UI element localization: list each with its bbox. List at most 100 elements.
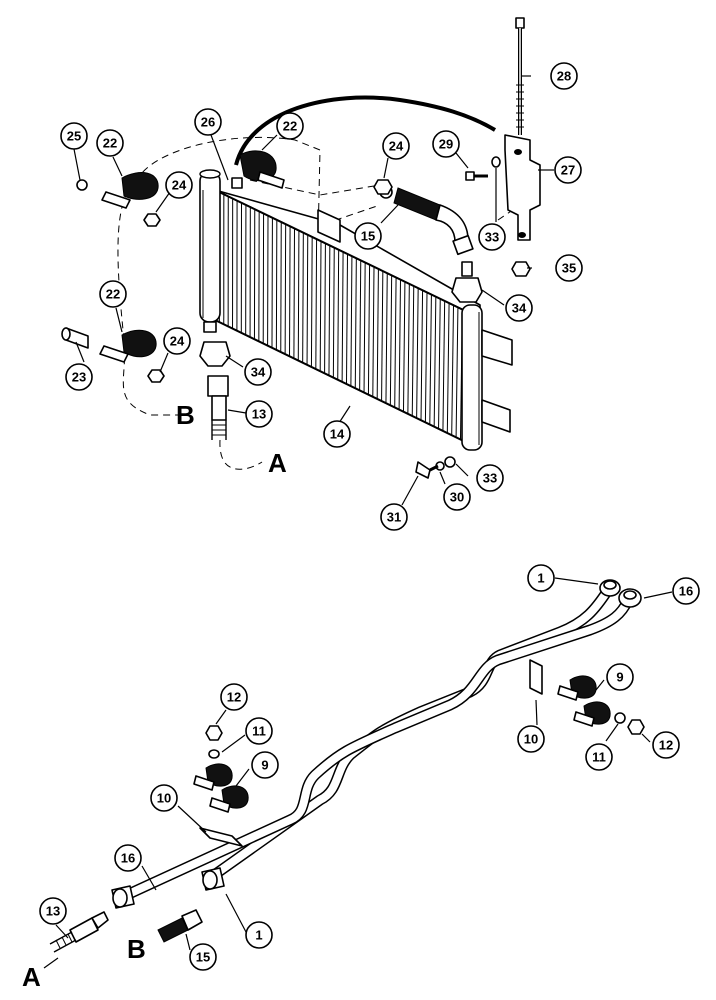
nut-12-right (627, 719, 645, 735)
callout-1-bottom: 1 (245, 921, 273, 949)
cooler-fin (315, 239, 318, 370)
connection-letter-b-upper: B (176, 400, 195, 430)
cooler-fin (416, 288, 419, 419)
tube-16-nut-top (618, 588, 642, 608)
tube-1-nut-bottom (201, 867, 225, 891)
cooler-fin (372, 266, 375, 397)
bracket-27 (504, 134, 541, 241)
callout-label: 34 (512, 301, 527, 316)
cooler-fin (411, 285, 415, 417)
callout-label: 30 (450, 490, 464, 505)
fitting-15-lower (157, 909, 203, 943)
callout-33-bottom: 33 (476, 464, 504, 492)
callout-29: 29 (432, 130, 460, 158)
callout-label: 12 (227, 690, 241, 705)
washer-11-right (614, 712, 626, 724)
callout-label: 14 (330, 427, 345, 442)
cooler-fin (429, 294, 432, 425)
fitting-34-left (199, 341, 231, 367)
cooler-brackets (317, 209, 513, 433)
callout-label: 13 (252, 407, 266, 422)
cooler-fins (214, 190, 481, 449)
callout-26: 26 (194, 108, 222, 136)
cooler-fin (381, 271, 384, 402)
cooler-fin (451, 305, 454, 436)
cooler-fin (280, 221, 282, 353)
cooler-fin (424, 292, 428, 423)
cooler-fin (302, 232, 304, 363)
callout-label: 12 (659, 738, 673, 753)
connection-letter-a-lower: A (22, 962, 41, 992)
callout-label: 22 (106, 287, 120, 302)
callout-12-right: 12 (652, 731, 680, 759)
callout-label: 15 (361, 229, 375, 244)
callout-label: 29 (439, 137, 453, 152)
callout-13-lower: 13 (39, 897, 67, 925)
cooler-fin (438, 298, 441, 429)
cooler-fin (346, 253, 348, 385)
callout-13-upper: 13 (245, 400, 273, 428)
tube-16 (114, 594, 634, 904)
clamp-22-top-left (101, 172, 159, 209)
washer-11-left (208, 749, 220, 759)
tube-16-nut-bottom (111, 885, 135, 909)
callout-label: 22 (283, 119, 297, 134)
clamp-9-right-a (557, 675, 597, 701)
callout-24-top-center: 24 (382, 132, 410, 160)
callout-label: 24 (389, 139, 404, 154)
washer-33-bottom (444, 456, 456, 468)
callout-30: 30 (443, 483, 471, 511)
clamp-9-left-a (193, 763, 233, 791)
cooler-fin (289, 226, 291, 357)
callout-33-top: 33 (478, 223, 506, 251)
callout-label: 28 (557, 69, 571, 84)
cooler-fin (319, 241, 322, 372)
cooler-fin (328, 245, 331, 376)
callout-23: 23 (65, 363, 93, 391)
washer-33-top (491, 156, 501, 168)
callout-label: 10 (524, 732, 538, 747)
callout-label: 9 (261, 758, 268, 773)
callout-9-left: 9 (251, 751, 279, 779)
cooler-fin (310, 236, 313, 367)
adapter-13-lower (49, 911, 109, 953)
hose-line (234, 95, 497, 166)
plate-10-right (529, 659, 543, 695)
cooler-fin (433, 296, 437, 427)
callout-34-left: 34 (244, 358, 272, 386)
connection-letter-b-lower: B (127, 934, 146, 964)
callout-label: 13 (46, 904, 60, 919)
bolt-29 (465, 171, 488, 181)
cooler-fin (297, 230, 300, 361)
callout-10-left: 10 (150, 784, 178, 812)
callout-25-top: 25 (60, 122, 88, 150)
callout-label: 1 (255, 928, 262, 943)
callout-label: 24 (172, 178, 187, 193)
callout-label: 26 (201, 115, 215, 130)
callout-1-top: 1 (527, 564, 555, 592)
cooler-fin (398, 279, 401, 410)
callout-12-left: 12 (220, 683, 248, 711)
cooler-fin (385, 273, 388, 404)
nut-24-lower-left (147, 369, 165, 383)
callout-label: 16 (679, 584, 693, 599)
clamp-22-lower-left (99, 329, 157, 363)
cooler-fin (354, 258, 357, 389)
cooler-fin (293, 228, 295, 359)
cooler-left-tank (199, 169, 221, 333)
clamp-9-left-b (209, 785, 249, 813)
cooler-fin (341, 251, 344, 382)
cooler-fin (442, 300, 446, 431)
callout-label: 11 (592, 750, 606, 765)
callout-label: 1 (537, 571, 544, 586)
callout-label: 35 (562, 261, 576, 276)
callout-label: 34 (251, 365, 266, 380)
bolt-31 (415, 461, 439, 479)
cooler-fin (332, 247, 335, 378)
cooler-fin (402, 281, 406, 412)
callout-11-right: 11 (585, 743, 613, 771)
cooler-fin (407, 283, 410, 414)
cooler-fin (324, 243, 326, 374)
callout-label: 24 (170, 334, 185, 349)
